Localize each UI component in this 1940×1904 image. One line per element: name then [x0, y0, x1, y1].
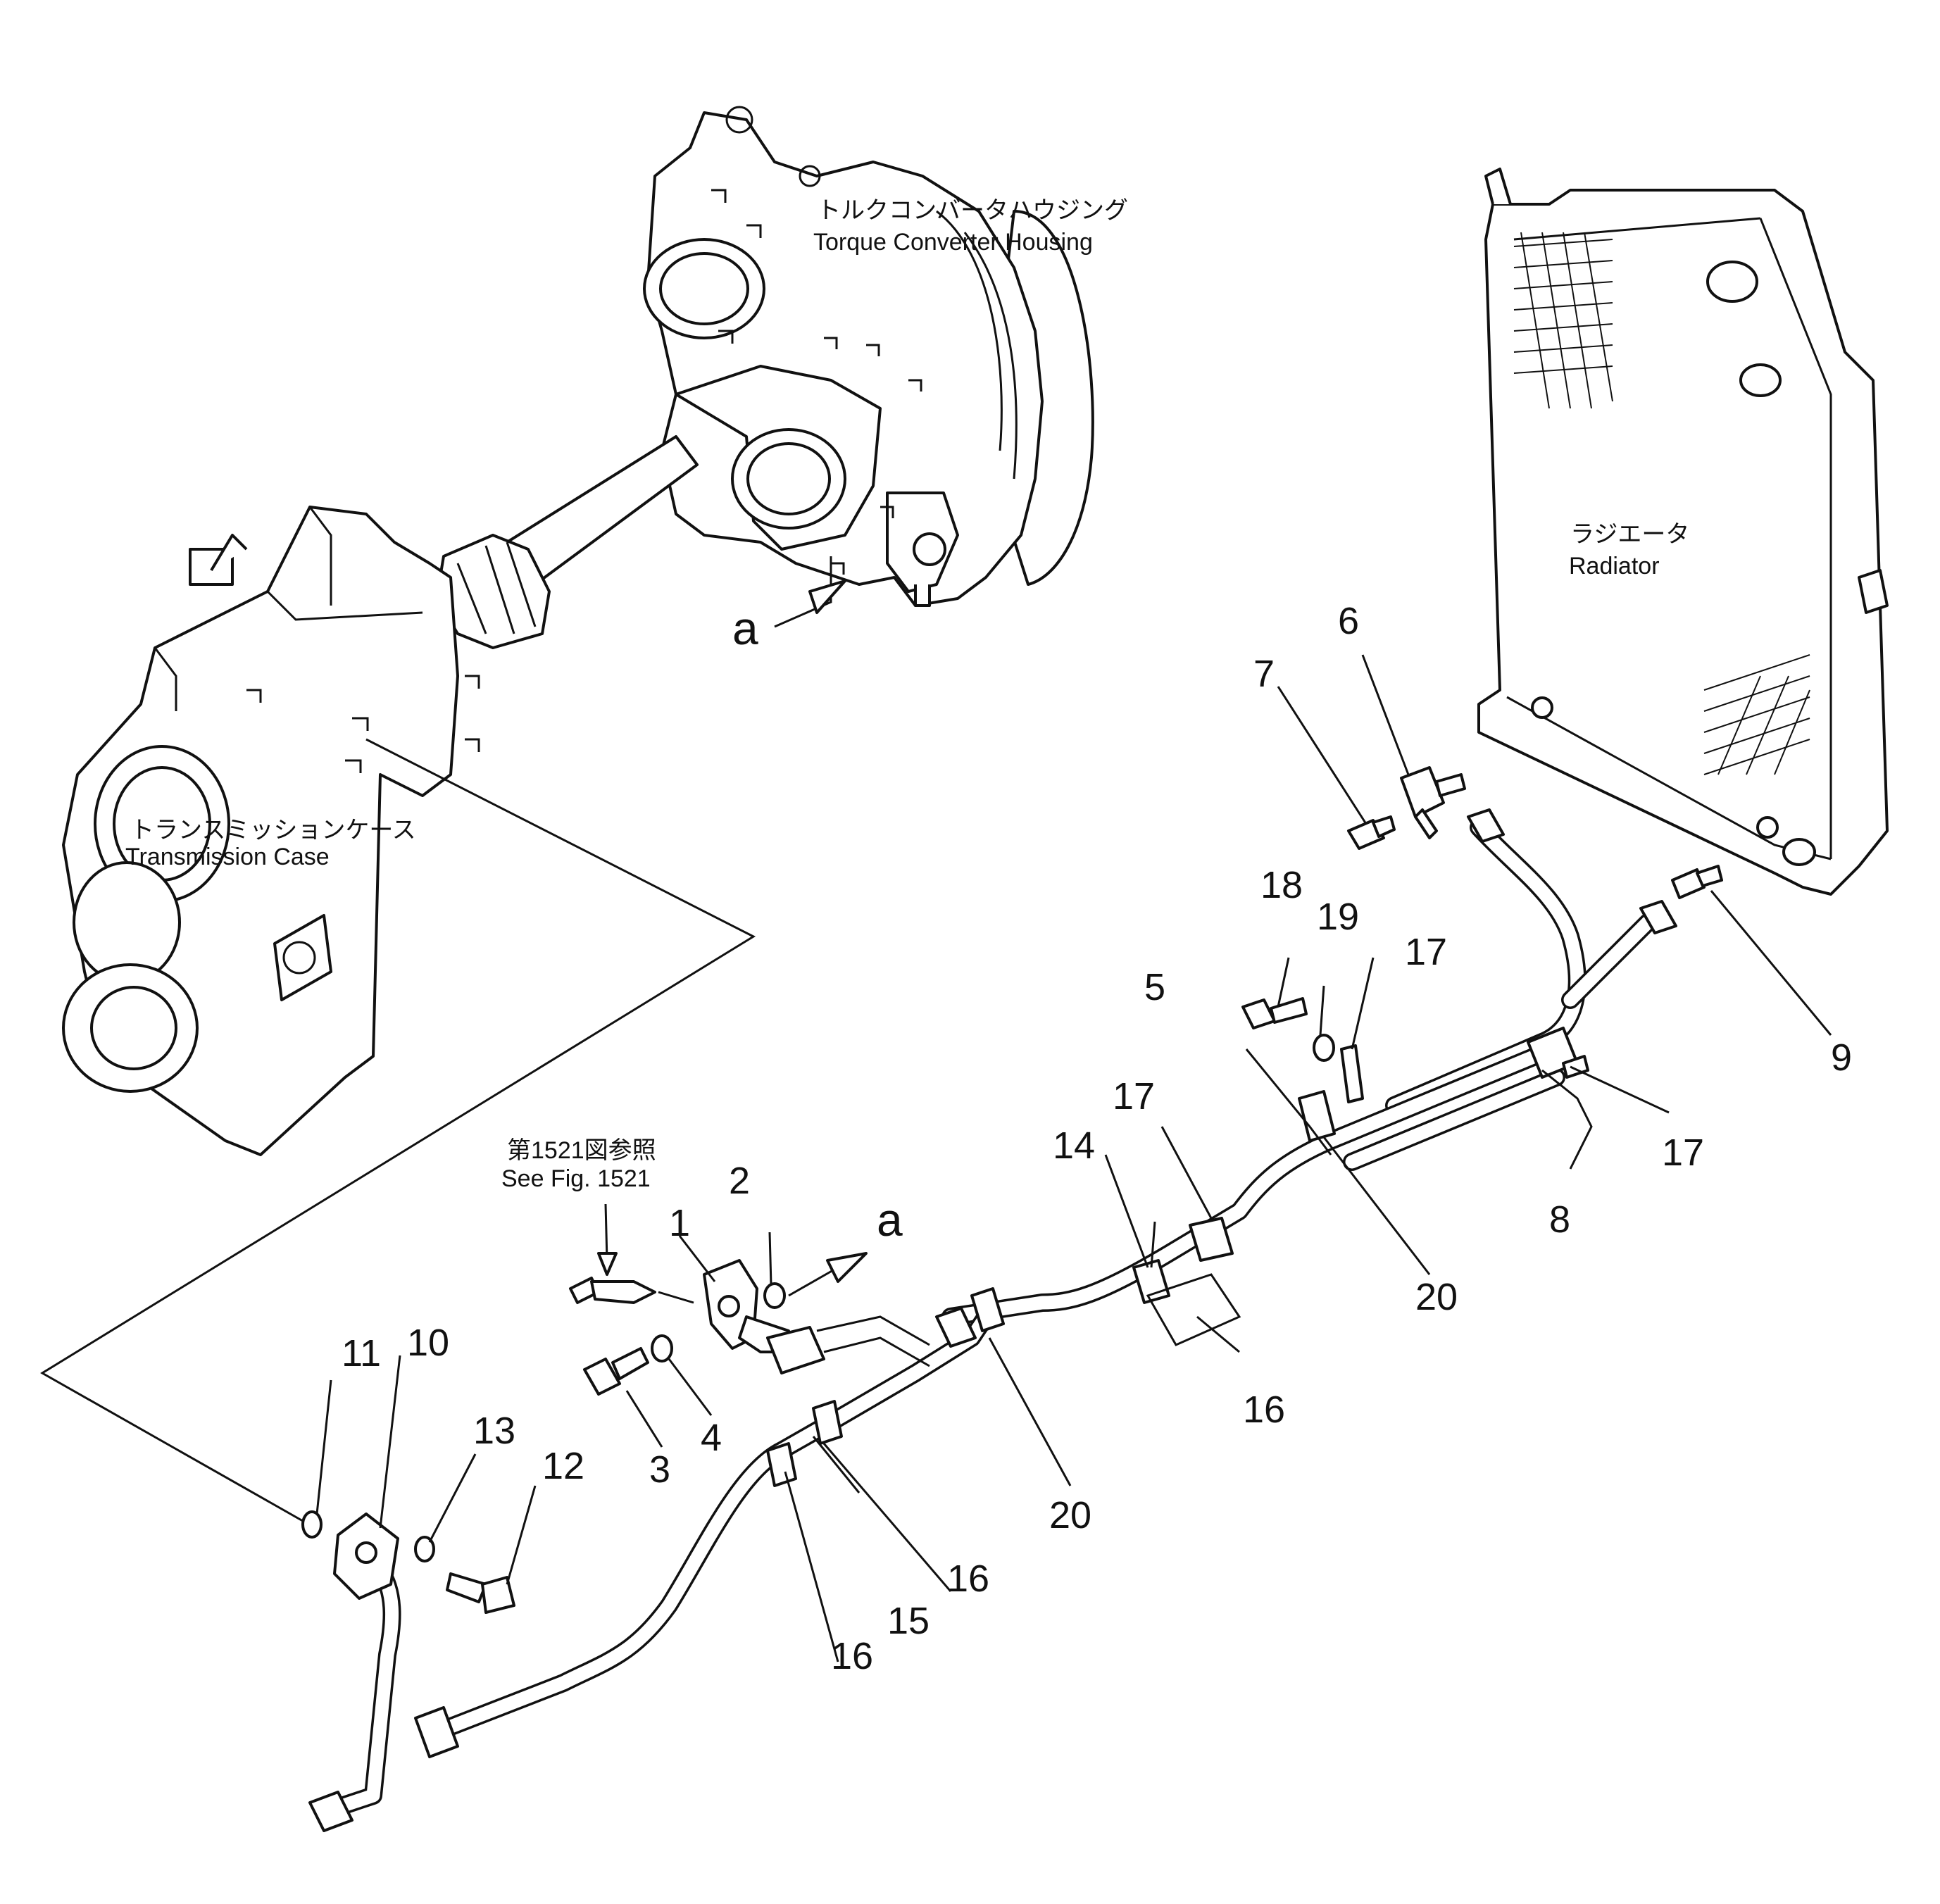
torque-converter-label-jp: トルクコンバータハウジング: [817, 197, 1128, 224]
callout-4: 4: [701, 1417, 722, 1459]
callout-5: 5: [1144, 966, 1165, 1008]
torque-converter-label-en: Torque Converter Housing: [813, 229, 1093, 256]
callout-17-right: 17: [1662, 1132, 1704, 1174]
callout-20-upper: 20: [1415, 1276, 1458, 1318]
nut-pipe-mid: [935, 1307, 977, 1348]
view-a-label-top: a: [732, 602, 758, 654]
radiator-label-en: Radiator: [1569, 553, 1660, 580]
oring-2: [763, 1282, 786, 1309]
callout-10: 10: [407, 1322, 449, 1364]
plug-7: [1347, 815, 1396, 850]
callout-20-lower: 20: [1049, 1494, 1091, 1536]
fitting-9: [1639, 865, 1723, 934]
clamp-16-lower: [766, 1400, 843, 1487]
clamp-20-lower: [970, 1287, 1005, 1332]
clamp-17-mid: [1340, 1044, 1364, 1103]
see-fig-label: 第1521図参照 See Fig. 1521: [501, 1137, 656, 1192]
washer-4: [651, 1334, 673, 1363]
torque-converter-housing: [643, 106, 1094, 607]
washer-13: [414, 1536, 435, 1562]
drive-shaft: [435, 435, 699, 649]
elbow-1: [703, 1259, 825, 1374]
callout-15: 15: [887, 1600, 930, 1642]
callout-16-upper: 16: [1243, 1389, 1285, 1431]
view-a-label-mid: a: [877, 1194, 903, 1246]
view-arrow-a-top: [774, 556, 846, 628]
callout-16-mid: 16: [947, 1558, 989, 1600]
callout-19: 19: [1317, 896, 1359, 938]
callout-9: 9: [1831, 1036, 1852, 1079]
fitting-6: [1400, 766, 1466, 839]
radiator-core-grid-bottom: [1703, 654, 1810, 775]
view-arrow-a-mid: [788, 1252, 868, 1297]
callout-11: 11: [342, 1332, 381, 1374]
see-fig-arrow: [597, 1203, 618, 1276]
washer-19: [1313, 1034, 1335, 1062]
callout-3: 3: [649, 1448, 670, 1491]
oring-11: [301, 1510, 323, 1539]
radiator-core-grid-top: [1513, 232, 1613, 409]
sensor-see-fig: [569, 1277, 694, 1304]
callout-8: 8: [1549, 1198, 1570, 1241]
callout-1: 1: [669, 1202, 690, 1244]
pad-16-upper: [1146, 1273, 1241, 1346]
callout-17-left: 17: [1113, 1075, 1155, 1117]
callout-12: 12: [542, 1445, 584, 1487]
callout-7: 7: [1253, 653, 1275, 695]
callout-13: 13: [473, 1410, 515, 1452]
callout-14: 14: [1053, 1125, 1095, 1167]
transmission-case: [62, 506, 480, 1156]
nut-hose-top: [1467, 808, 1505, 843]
callout-17-top: 17: [1405, 931, 1447, 973]
callout-2: 2: [729, 1160, 750, 1202]
radiator-label: ラジエータ Radiator: [1569, 521, 1689, 580]
clamp-20-upper: [1298, 1090, 1336, 1142]
callout-leaders: [315, 654, 1832, 1662]
callout-16-lower: 16: [831, 1635, 873, 1677]
transmission-label-jp: トランスミッションケース: [130, 817, 416, 844]
see-fig-label-jp: 第1521図参照: [507, 1137, 656, 1164]
bolt-18: [1241, 997, 1308, 1029]
pipe-end-10: [308, 1791, 353, 1832]
bolt-3: [583, 1347, 649, 1396]
radiator: [1477, 168, 1889, 896]
radiator-label-jp: ラジエータ: [1570, 521, 1689, 548]
torque-converter-label: トルクコンバータハウジング Torque Converter Housing: [813, 197, 1128, 256]
clamp-17-lower: [1189, 1217, 1234, 1262]
callout-18: 18: [1260, 864, 1303, 906]
transmission-label-en: Transmission Case: [125, 844, 330, 870]
see-fig-label-en: See Fig. 1521: [501, 1165, 651, 1192]
leader-line-case: [40, 738, 756, 1522]
nut-pipe-end: [414, 1706, 459, 1758]
flange-10: [333, 1512, 399, 1600]
callout-6: 6: [1338, 600, 1359, 642]
callout-numbers: 1 2 3 4 5 6 7 8 9 10 11 12 13 14 15 16 1…: [342, 600, 1852, 1677]
bolt-12: [446, 1572, 515, 1614]
transmission-label: トランスミッションケース Transmission Case: [125, 817, 416, 870]
